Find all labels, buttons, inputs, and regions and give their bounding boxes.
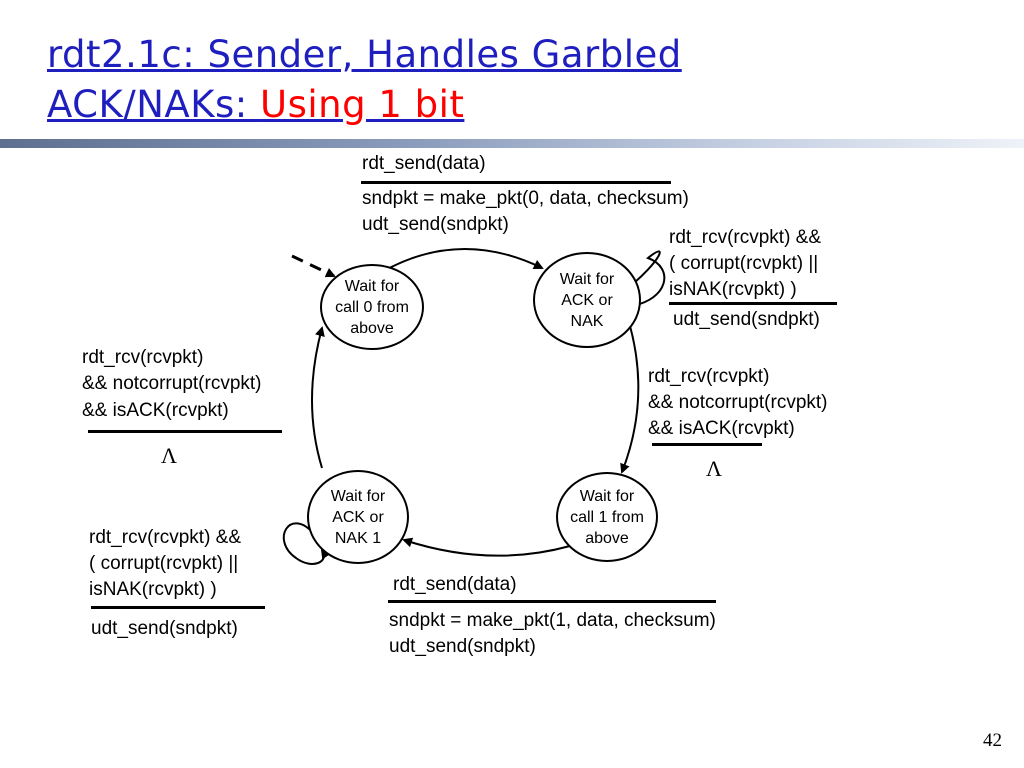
right-action-lambda: Λ (706, 456, 722, 481)
title-line-2: ACK/NAKs: (47, 83, 260, 126)
edge-s2-to-s3 (402, 537, 571, 557)
top-action-2: udt_send(sndpkt) (362, 214, 509, 235)
edge-s1-to-s2 (620, 325, 640, 474)
right-event-3: && isACK(rcvpkt) (648, 418, 795, 439)
bottom-event: rdt_send(data) (393, 574, 517, 595)
self-right-event-1: rdt_rcv(rcvpkt) && (669, 227, 822, 248)
self-left-action: udt_send(sndpkt) (91, 618, 238, 639)
state-wait-call-1: Wait for call 1 from above (556, 472, 658, 562)
self-left-event-3: isNAK(rcvpkt) ) (89, 579, 217, 600)
title-line-1: rdt2.1c: Sender, Handles Garbled (47, 33, 682, 76)
left-event-3: && isACK(rcvpkt) (82, 400, 229, 421)
state-wait-ack-nak-1-label: Wait for ACK or NAK 1 (330, 487, 386, 547)
edge-s3-to-s0 (311, 326, 325, 469)
right-separator (652, 443, 762, 446)
bottom-separator (388, 600, 716, 603)
state-wait-call-0: Wait for call 0 from above (320, 264, 424, 350)
self-right-separator (669, 302, 837, 305)
self-right-action: udt_send(sndpkt) (673, 309, 820, 330)
slide-title: rdt2.1c: Sender, Handles Garbled ACK/NAK… (47, 30, 682, 130)
state-wait-ack-nak-0-label: Wait for ACK or NAK (559, 270, 615, 330)
title-divider-band (0, 139, 1024, 148)
edge-s0-to-s1 (381, 248, 544, 273)
self-right-event-2: ( corrupt(rcvpkt) || (669, 253, 819, 274)
top-separator (361, 181, 671, 184)
right-event-2: && notcorrupt(rcvpkt) (648, 392, 828, 413)
state-wait-ack-nak-1: Wait for ACK or NAK 1 (307, 470, 409, 564)
state-wait-call-0-label: Wait for call 0 from above (335, 277, 409, 337)
left-event-2: && notcorrupt(rcvpkt) (82, 373, 262, 394)
self-left-event-2: ( corrupt(rcvpkt) || (89, 553, 239, 574)
bottom-action-2: udt_send(sndpkt) (389, 636, 536, 657)
state-wait-ack-nak-0: Wait for ACK or NAK (533, 252, 641, 348)
state-wait-call-1-label: Wait for call 1 from above (570, 487, 644, 547)
self-right-event-3: isNAK(rcvpkt) ) (669, 279, 797, 300)
left-event-1: rdt_rcv(rcvpkt) (82, 347, 204, 368)
self-left-event-1: rdt_rcv(rcvpkt) && (89, 527, 242, 548)
left-separator (88, 430, 282, 433)
left-action-lambda: Λ (161, 443, 177, 468)
right-event-1: rdt_rcv(rcvpkt) (648, 366, 770, 387)
top-event: rdt_send(data) (362, 153, 486, 174)
edge-self-s3 (282, 522, 331, 565)
initial-state-arrow (291, 254, 336, 278)
top-action-1: sndpkt = make_pkt(0, data, checksum) (362, 188, 689, 209)
page-number: 42 (983, 730, 1002, 751)
edge-self-s1 (627, 250, 666, 310)
self-left-separator (91, 606, 265, 609)
title-accent: Using 1 bit (259, 83, 465, 126)
bottom-action-1: sndpkt = make_pkt(1, data, checksum) (389, 610, 716, 631)
